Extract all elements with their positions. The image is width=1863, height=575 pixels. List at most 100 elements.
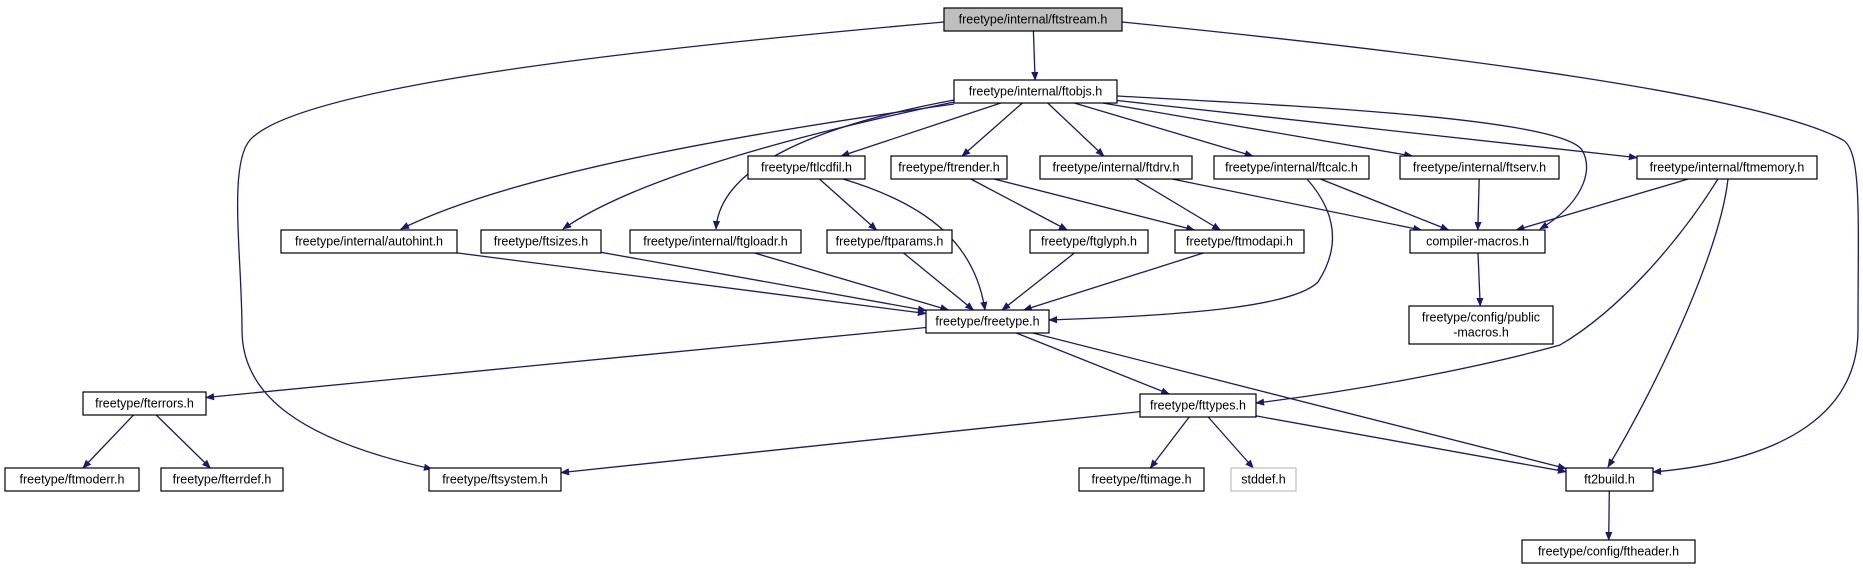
- edge-ftobjs-to-ftmemory: [1116, 99, 1638, 161]
- node-ftstream: freetype/internal/ftstream.h: [943, 7, 1123, 32]
- node-ftimage[interactable]: freetype/ftimage.h: [1078, 467, 1205, 492]
- edge-ftobjs-to-ftgloadr: [712, 99, 955, 230]
- node-ftmoderr[interactable]: freetype/ftmoderr.h: [4, 467, 140, 492]
- edge-ftdrv-to-ftmodapi: [1134, 178, 1222, 231]
- edge-ftmemory-to-ft2build: [1607, 178, 1729, 468]
- node-label: freetype/ftrender.h: [898, 161, 1000, 175]
- node-box: [480, 229, 602, 254]
- node-label: freetype/internal/ftserv.h: [1413, 161, 1546, 175]
- node-label: freetype/internal/ftgloadr.h: [643, 235, 788, 249]
- node-box: [1213, 155, 1370, 180]
- node-ftcalc[interactable]: freetype/internal/ftcalc.h: [1213, 155, 1370, 180]
- node-box: [943, 7, 1123, 32]
- node-label: freetype/ftglyph.h: [1041, 235, 1137, 249]
- node-label: freetype/ftmoderr.h: [20, 473, 125, 487]
- node-ftparams[interactable]: freetype/ftparams.h: [826, 229, 953, 254]
- edge-fterrors-to-fterrdef: [155, 414, 211, 469]
- node-label: freetype/ftsystem.h: [442, 473, 548, 487]
- node-label: freetype/fttypes.h: [1150, 399, 1246, 413]
- edge-freetype-to-fterrors: [205, 326, 927, 401]
- node-label: freetype/ftparams.h: [836, 235, 944, 249]
- node-box: [1039, 155, 1193, 180]
- node-ft2build[interactable]: ft2build.h: [1565, 467, 1654, 492]
- node-box: [280, 229, 458, 254]
- edge-compmacros-to-pubmacros: [1476, 252, 1484, 307]
- node-ftsystem[interactable]: freetype/ftsystem.h: [428, 467, 562, 492]
- node-fterrdef[interactable]: freetype/fterrdef.h: [160, 467, 284, 492]
- edge-fttypes-to-stddef: [1207, 416, 1254, 469]
- node-ftlcdfil[interactable]: freetype/ftlcdfil.h: [747, 155, 866, 180]
- node-compmacros[interactable]: compiler-macros.h: [1409, 229, 1546, 254]
- edge-ftobjs-to-ftrender: [961, 102, 1023, 157]
- edge-freetype-to-ft2build: [1032, 332, 1567, 470]
- node-label: -macros.h: [1453, 326, 1509, 340]
- edge-ftrender-to-ftglyph: [970, 178, 1068, 231]
- node-ftmemory[interactable]: freetype/internal/ftmemory.h: [1636, 155, 1818, 180]
- edge-freetype-to-fttypes: [1016, 332, 1171, 395]
- edge-ftmemory-to-fttypes: [1255, 178, 1719, 406]
- edge-ftobjs-to-ftcalc: [1074, 102, 1254, 158]
- edge-fttypes-to-ft2build: [1255, 415, 1567, 474]
- edge-ft2build-to-ftheader: [1605, 490, 1613, 541]
- edge-ftobjs-to-ftsizes: [562, 101, 955, 230]
- node-label: freetype/internal/ftcalc.h: [1225, 161, 1358, 175]
- node-label: freetype/internal/ftobjs.h: [969, 85, 1102, 99]
- edge-ftcalc-to-compmacros: [1320, 178, 1450, 231]
- node-label: compiler-macros.h: [1426, 235, 1529, 249]
- node-label: freetype/config/ftheader.h: [1538, 545, 1679, 559]
- node-label: freetype/ftmodapi.h: [1186, 235, 1293, 249]
- edge-ftobjs-to-autohint: [400, 103, 955, 230]
- node-label: freetype/internal/ftdrv.h: [1053, 161, 1180, 175]
- node-label: freetype/fterrdef.h: [173, 473, 272, 487]
- edge-ftdrv-to-compmacros: [1172, 178, 1423, 232]
- node-box: [890, 155, 1008, 180]
- node-box: [1230, 467, 1297, 492]
- node-ftgloadr[interactable]: freetype/internal/ftgloadr.h: [629, 229, 802, 254]
- node-autohint[interactable]: freetype/internal/autohint.h: [280, 229, 458, 254]
- node-ftobjs[interactable]: freetype/internal/ftobjs.h: [953, 79, 1118, 104]
- edge-ftserv-to-compmacros: [1474, 178, 1482, 231]
- edge-ftsizes-to-freetype: [600, 251, 927, 313]
- node-box: [4, 467, 140, 492]
- edge-ftobjs-to-compmacros: [1116, 95, 1588, 230]
- node-label: freetype/ftsizes.h: [494, 235, 589, 249]
- edge-ftgloadr-to-freetype: [754, 252, 950, 312]
- node-ftrender[interactable]: freetype/ftrender.h: [890, 155, 1008, 180]
- node-box: [1029, 229, 1149, 254]
- node-box: [1139, 393, 1257, 418]
- node-ftsizes[interactable]: freetype/ftsizes.h: [480, 229, 602, 254]
- node-fttypes[interactable]: freetype/fttypes.h: [1139, 393, 1257, 418]
- edge-ftcalc-to-freetype: [1048, 178, 1333, 324]
- node-ftmodapi[interactable]: freetype/ftmodapi.h: [1174, 229, 1305, 254]
- edge-layer: [82, 21, 1859, 541]
- node-box: [925, 309, 1050, 334]
- node-box: [160, 467, 284, 492]
- node-ftserv[interactable]: freetype/internal/ftserv.h: [1399, 155, 1560, 180]
- edge-autohint-to-freetype: [456, 252, 927, 317]
- node-ftdrv[interactable]: freetype/internal/ftdrv.h: [1039, 155, 1193, 180]
- node-freetype[interactable]: freetype/freetype.h: [925, 309, 1050, 334]
- edge-fttypes-to-ftsystem: [560, 410, 1141, 476]
- node-box: [826, 229, 953, 254]
- node-box: [1078, 467, 1205, 492]
- node-ftheader[interactable]: freetype/config/ftheader.h: [1521, 539, 1696, 564]
- node-box: [953, 79, 1118, 104]
- node-label: freetype/internal/ftstream.h: [959, 13, 1108, 27]
- node-layer: freetype/internal/ftstream.h freetype/int…: [4, 7, 1818, 564]
- edge-ftrender-to-ftmodapi: [993, 178, 1196, 232]
- node-label: freetype/ftimage.h: [1091, 473, 1191, 487]
- node-fterrors[interactable]: freetype/fterrors.h: [82, 391, 207, 416]
- node-box: [1565, 467, 1654, 492]
- edge-ftstream-to-ft2build: [1121, 21, 1859, 475]
- edge-ftobjs-to-ftdrv: [1047, 102, 1105, 157]
- edge-ftparams-to-freetype: [903, 252, 975, 311]
- node-box: [1636, 155, 1818, 180]
- node-ftglyph[interactable]: freetype/ftglyph.h: [1029, 229, 1149, 254]
- edge-ftstream-to-ftsystem: [236, 21, 945, 471]
- node-box: [747, 155, 866, 180]
- node-label: freetype/internal/autohint.h: [295, 235, 443, 249]
- node-label: freetype/internal/ftmemory.h: [1650, 161, 1805, 175]
- node-label: freetype/ftlcdfil.h: [761, 161, 852, 175]
- node-pubmacros[interactable]: freetype/config/public-macros.h: [1408, 305, 1554, 345]
- node-stddef[interactable]: stddef.h: [1230, 467, 1297, 492]
